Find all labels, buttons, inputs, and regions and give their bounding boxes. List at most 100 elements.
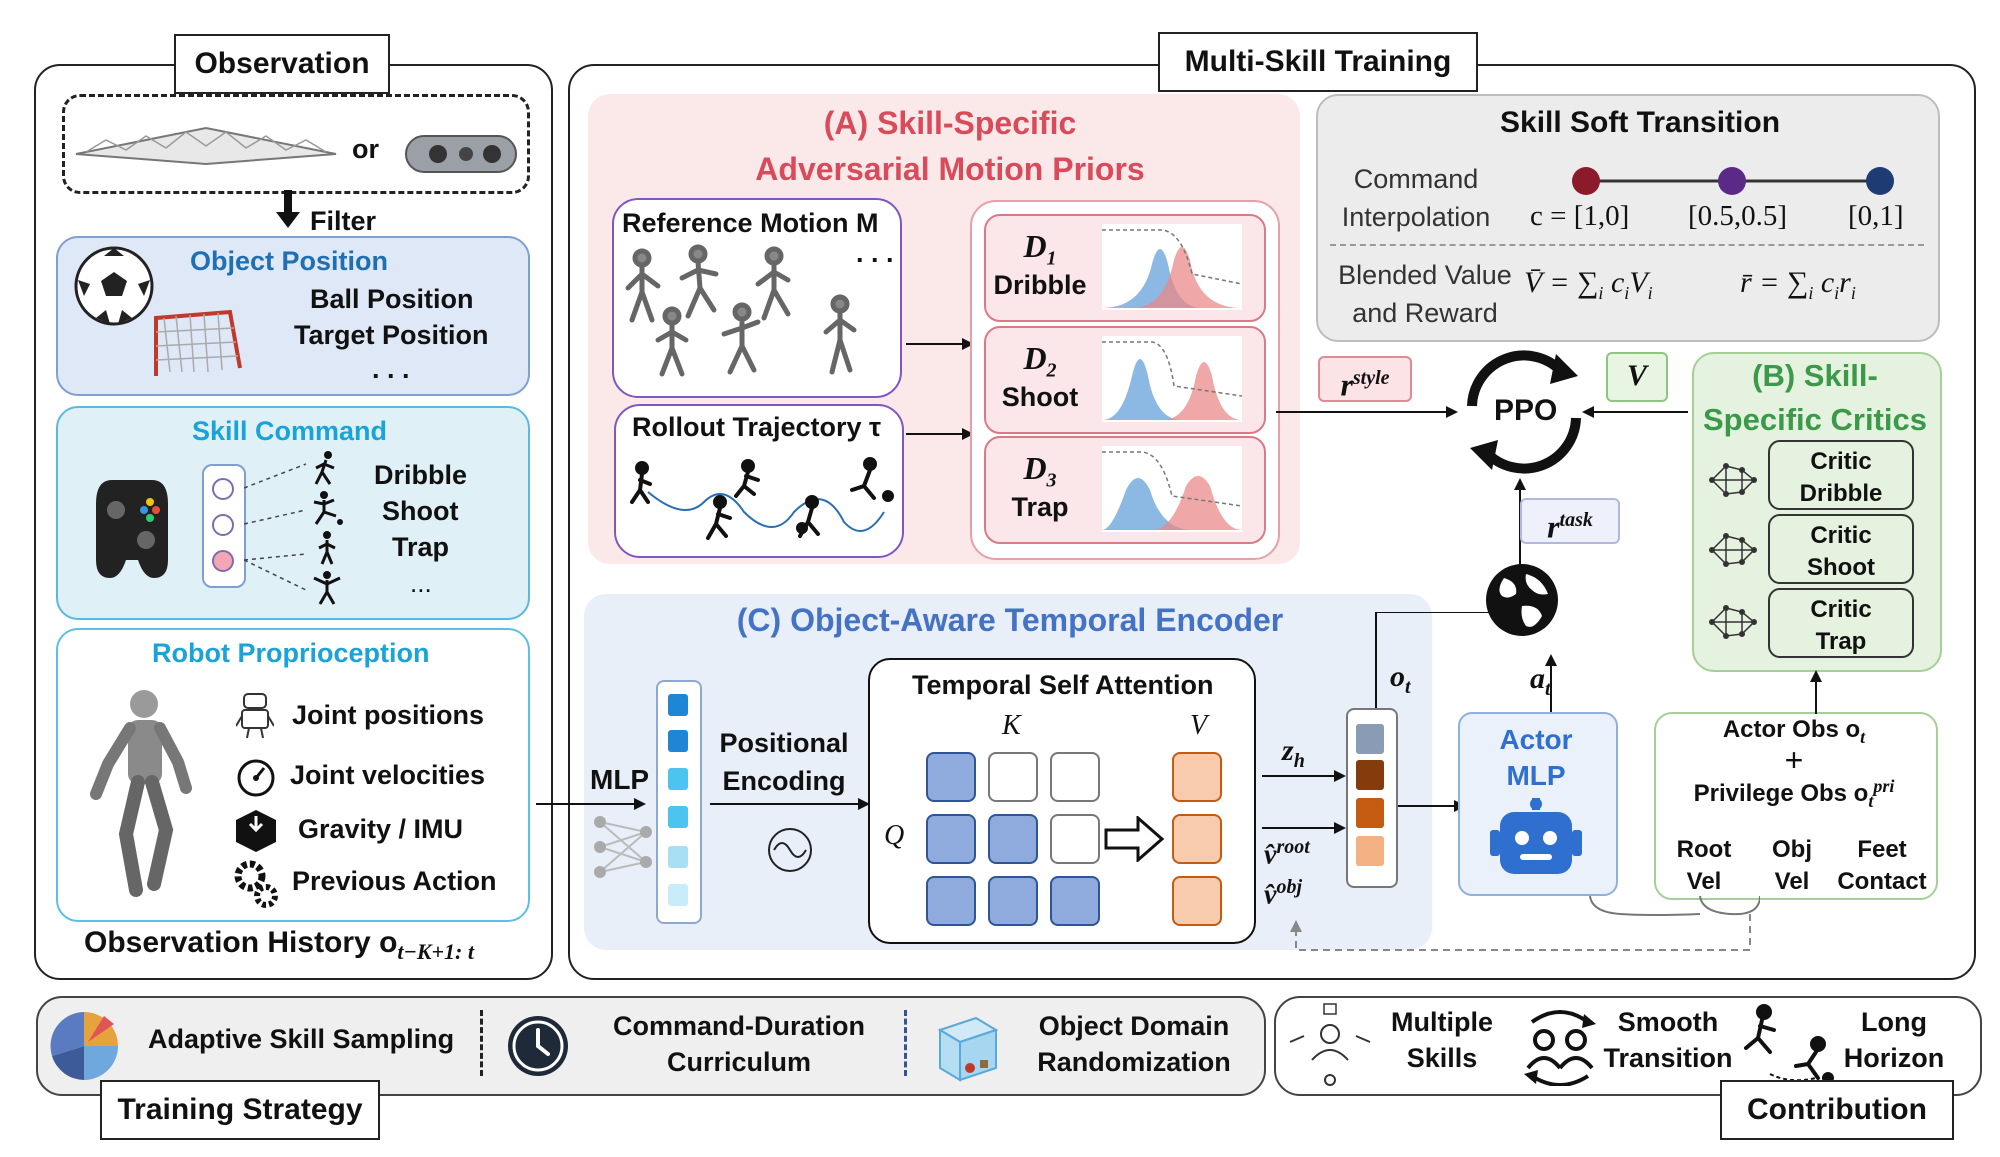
attention-title: Temporal Self Attention xyxy=(912,670,1214,700)
critic-obs-box xyxy=(1654,712,1938,900)
strategy-divider-2 xyxy=(904,1010,907,1076)
d2-label: D2 Shoot xyxy=(986,340,1094,413)
joint-positions-text: Joint positions xyxy=(292,700,484,730)
attn-cell-3-1 xyxy=(926,876,976,926)
observation-title: Observation xyxy=(174,34,390,94)
command-slot-3 xyxy=(212,550,234,572)
token-3 xyxy=(668,768,688,790)
attention-k-label: K xyxy=(1002,710,1021,741)
encoder-pos-arrow xyxy=(710,798,870,810)
observation-to-encoder-arrow xyxy=(536,798,646,810)
token-2 xyxy=(668,730,688,752)
joint-position-icon xyxy=(236,693,274,738)
command-c-end: [0,1] xyxy=(1848,200,1904,232)
privileged-feedback-dashed-arrow xyxy=(1290,895,1760,951)
actor-obs-label: Actor Obs ot xyxy=(1722,716,1866,747)
attention-hollow-arrow xyxy=(1104,816,1164,862)
attn-cell-1-2 xyxy=(988,752,1038,802)
gravity-imu-text: Gravity / IMU xyxy=(298,814,464,844)
privilege-obs-label: Privilege Obs otpri xyxy=(1693,776,1895,811)
gears-icon xyxy=(234,860,278,908)
concat-slot-3 xyxy=(1356,798,1384,828)
value-v-badge: V xyxy=(1606,352,1668,402)
target-position-text: Target Position xyxy=(294,320,489,350)
v-obj-label: v̂obj xyxy=(1264,876,1302,911)
concat-slot-4 xyxy=(1356,836,1384,866)
ppo-cycle-icon xyxy=(1467,350,1581,474)
amp-title-line1: (A) Skill-Specific xyxy=(823,105,1077,141)
previous-action-text: Previous Action xyxy=(292,866,497,896)
critic-network-icon-1 xyxy=(1709,463,1757,497)
rollout-trajectory-figures xyxy=(630,457,894,540)
joint-velocities-text: Joint velocities xyxy=(290,760,486,790)
attn-cell-1-1 xyxy=(926,752,976,802)
domain-randomization-cube-icon xyxy=(937,1016,999,1082)
object-position-title: Object Position xyxy=(190,246,389,276)
humanoid-robot-image xyxy=(90,690,192,897)
attention-v-label: V xyxy=(1190,710,1208,741)
clock-icon xyxy=(508,1016,568,1076)
filter-arrow xyxy=(276,190,300,228)
ellipsis-text: . . . xyxy=(372,354,410,384)
command-slot-2 xyxy=(212,514,234,536)
value-cell-1 xyxy=(1172,752,1222,802)
z-h-label: zh xyxy=(1282,734,1305,772)
or-text: or xyxy=(352,134,379,164)
mlp-network-icon xyxy=(594,816,652,878)
transition-divider xyxy=(1330,244,1924,246)
filter-label: Filter xyxy=(310,206,377,236)
interpolation-chain xyxy=(1572,167,1894,195)
d3-name: Trap xyxy=(1011,492,1069,523)
value-blend-formula: V̄ = ∑i ciVi xyxy=(1524,266,1653,303)
skill-trap-text: Trap xyxy=(392,532,450,562)
token-1 xyxy=(668,694,688,716)
trap-player-icon xyxy=(318,531,336,565)
proprioception-title: Robot Proprioception xyxy=(152,638,430,668)
skill-transition-section xyxy=(1316,94,1940,342)
soccer-ball-icon xyxy=(74,246,154,326)
training-strategy-title: Training Strategy xyxy=(100,1080,380,1140)
sensor-box xyxy=(62,94,530,194)
dribble-player-icon xyxy=(314,451,335,485)
command-c-mid: [0.5,0.5] xyxy=(1688,200,1788,232)
skill-shoot-text: Shoot xyxy=(382,496,459,526)
transition-title: Skill Soft Transition xyxy=(1500,106,1781,139)
concat-slot-2 xyxy=(1356,760,1384,790)
skill-more-text: ... xyxy=(410,568,432,598)
attn-cell-1-3 xyxy=(1050,752,1100,802)
d3-distribution-plot xyxy=(1102,446,1242,532)
a-t-label: at xyxy=(1530,662,1551,700)
sine-wave-icon xyxy=(768,828,812,872)
environment-globe-icon xyxy=(1486,564,1558,636)
skill-command-title: Skill Command xyxy=(192,416,388,446)
mocap-truss-icon xyxy=(75,126,337,166)
attention-q-label: Q xyxy=(884,820,905,851)
d1-label: D1 Dribble xyxy=(986,228,1094,301)
strategy-divider-1 xyxy=(480,1010,483,1076)
shoot-player-icon xyxy=(313,491,343,525)
reference-motion-label: Reference Motion M xyxy=(622,208,879,238)
critics-title: (B) Skill-Specific Critics xyxy=(1703,358,1927,437)
token-column xyxy=(656,680,702,924)
gamepad-icon xyxy=(96,480,168,578)
obs-plus: + xyxy=(1784,742,1804,778)
depth-camera-icon xyxy=(405,135,517,173)
r-style-badge: rstyle xyxy=(1318,356,1412,403)
obs-to-critics-arrow xyxy=(1810,670,1822,714)
ball-position-text: Ball Position xyxy=(310,284,474,314)
o-t-label: ot xyxy=(1390,660,1411,698)
amp-title: (A) Skill-Specific Adversarial Motion Pr… xyxy=(700,100,1200,192)
imu-icon xyxy=(236,810,276,852)
value-cell-2 xyxy=(1172,814,1222,864)
